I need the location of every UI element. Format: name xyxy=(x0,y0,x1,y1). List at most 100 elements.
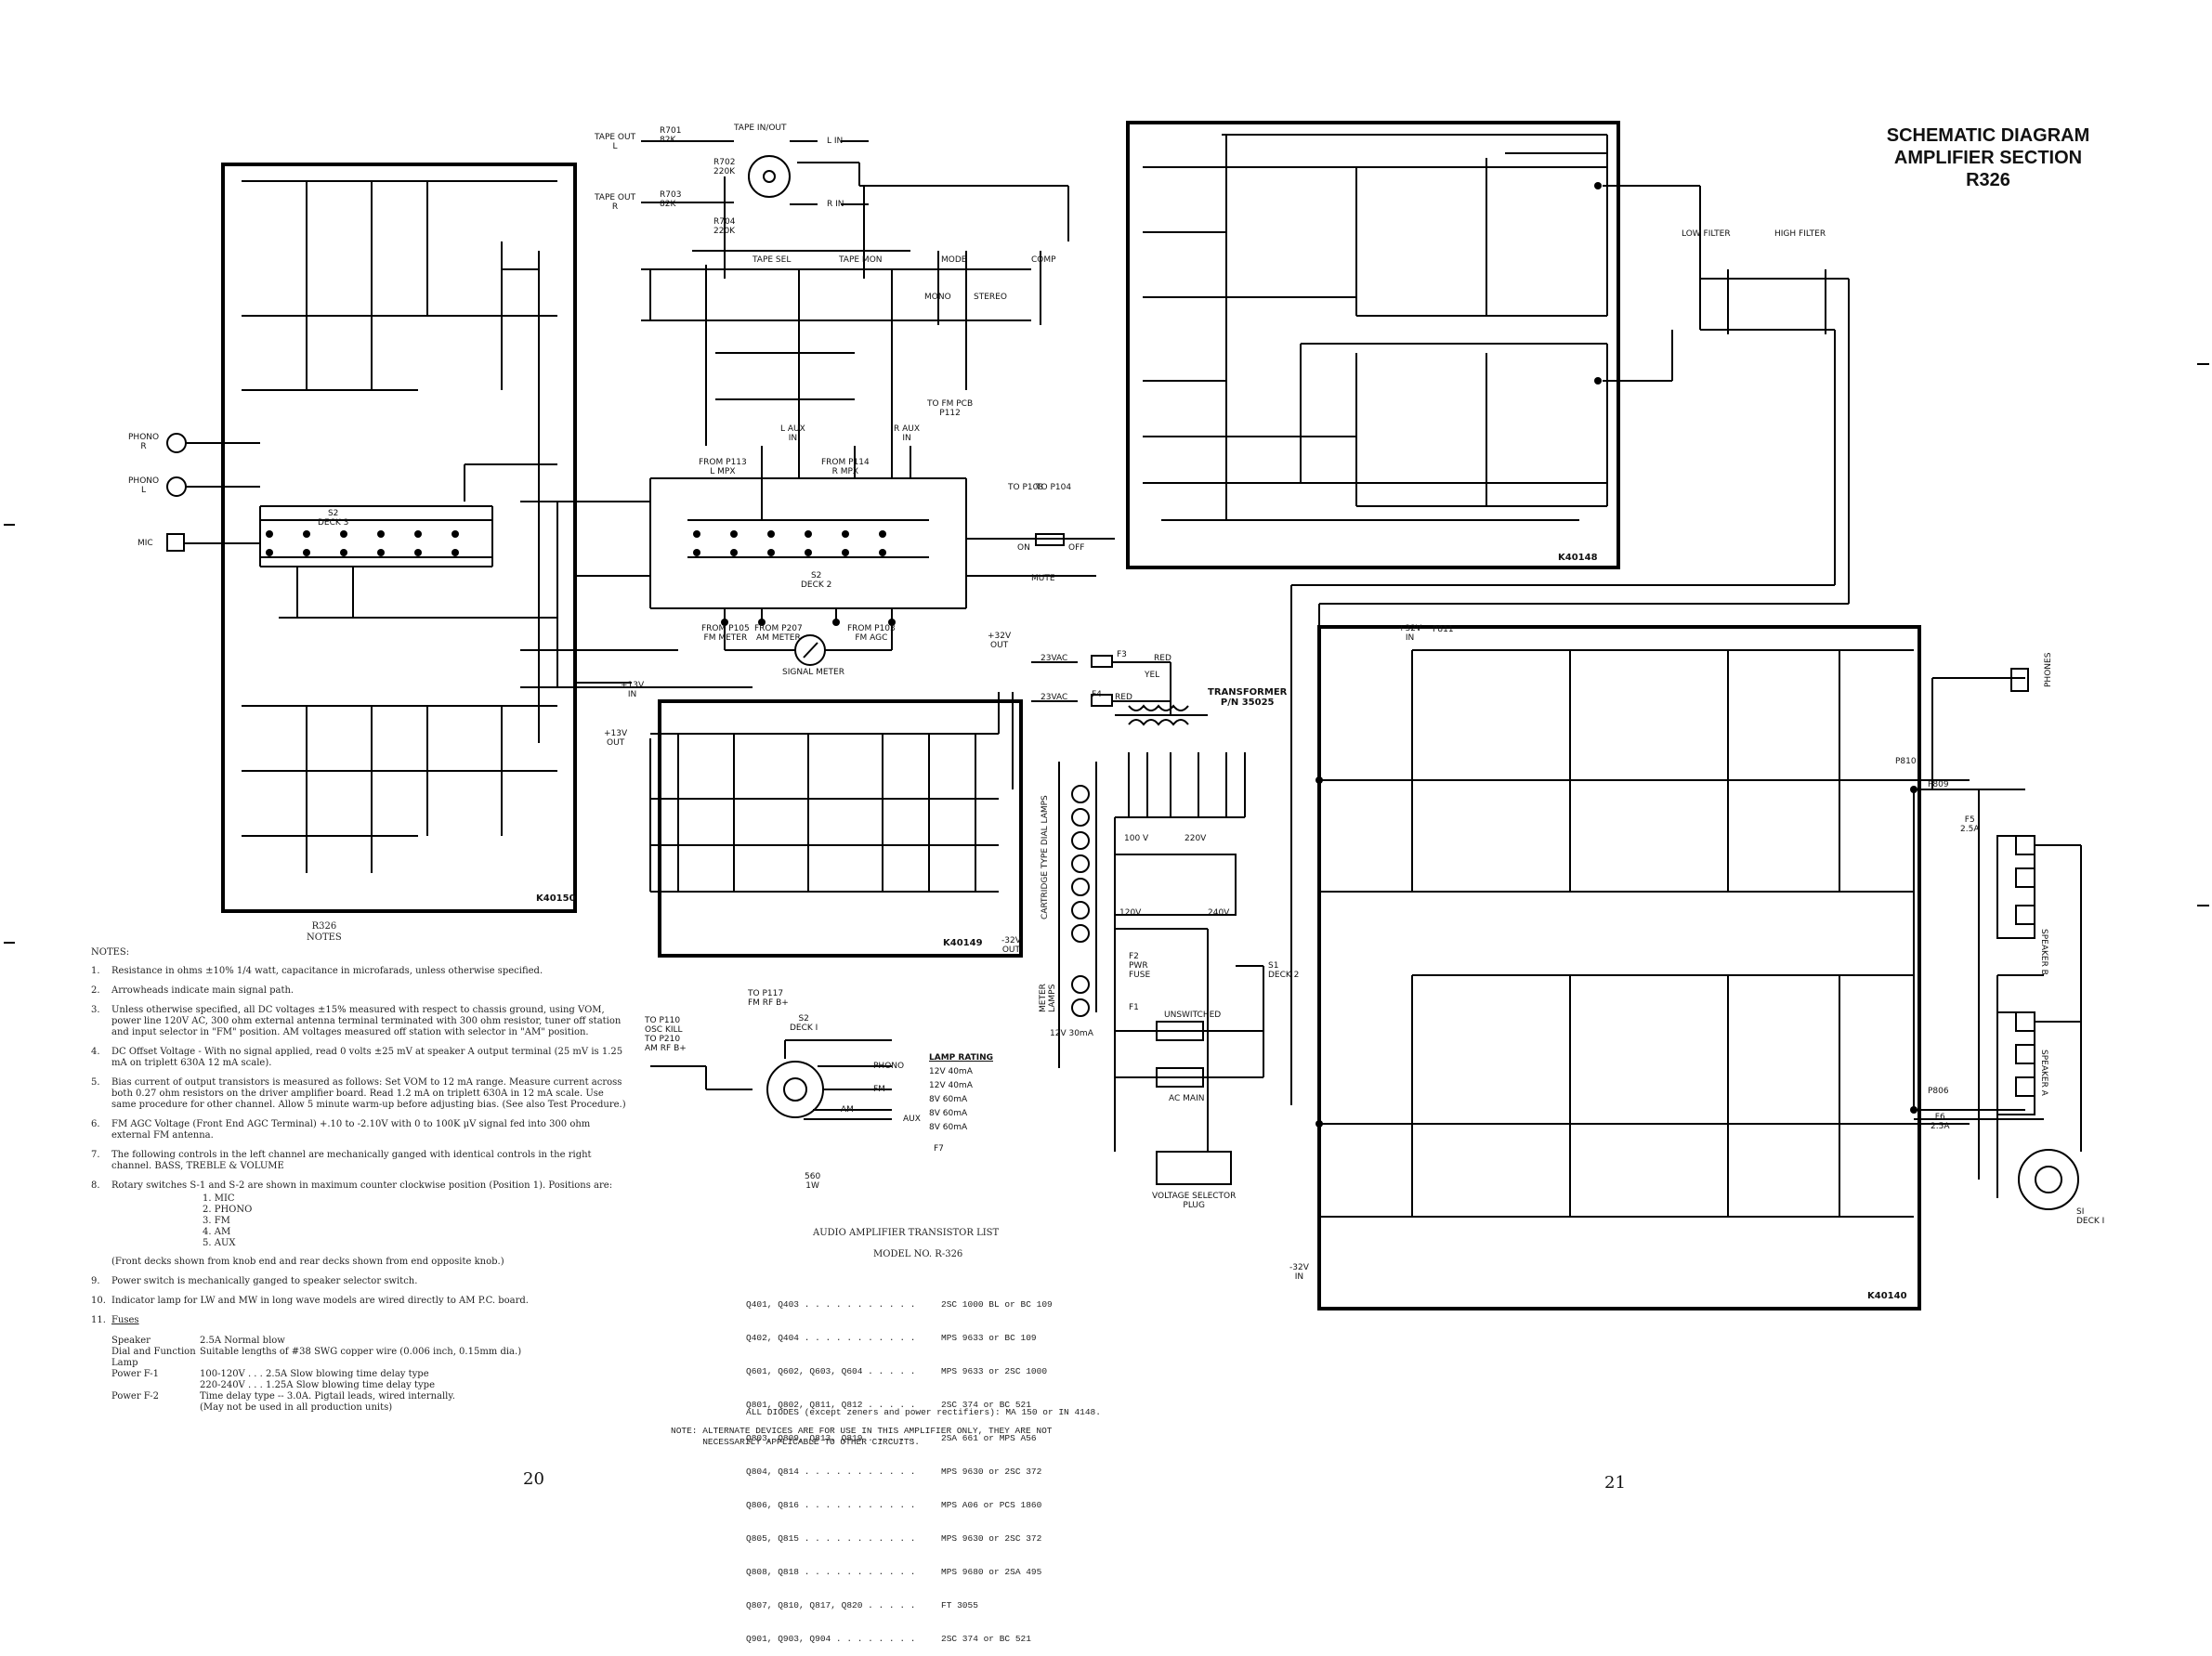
label-from-p114: FROM P114 R MPX xyxy=(821,458,870,476)
label-transformer: TRANSFORMER P/N 35025 xyxy=(1208,687,1288,708)
note-item: (Front decks shown from knob end and rea… xyxy=(111,1257,504,1267)
label-lamp-12v: 12V 30mA xyxy=(1050,1029,1093,1038)
lamp-rating-row: 12V 40mA xyxy=(929,1067,973,1076)
label-from-p105: FROM P105 FM METER xyxy=(701,624,750,643)
note-item: 8.Rotary switches S-1 and S-2 are shown … xyxy=(91,1180,613,1191)
label-mono: MONO xyxy=(924,293,951,302)
label-to-fm-pcb: TO FM PCB P112 xyxy=(927,399,974,418)
fuse-row: 220-240V . . . 1.25A Slow blowing time d… xyxy=(200,1380,435,1390)
note-item: 5.Bias current of output transistors is … xyxy=(91,1077,626,1110)
notes-heading: NOTES: xyxy=(91,947,130,958)
note-item: 4.DC Offset Voltage - With no signal app… xyxy=(91,1047,623,1068)
transistor-row: Q803, Q809, Q813, Q819 . . . . .2SA 661 … xyxy=(746,1433,1037,1443)
label-120v: 120V xyxy=(1119,908,1142,918)
transistor-row: Q805, Q815 . . . . . . . . . . .MPS 9630… xyxy=(746,1533,1042,1544)
board-label-output: K40140 xyxy=(1867,1291,1907,1301)
position-item: 5. AUX xyxy=(203,1238,236,1248)
label-32v-out: +32V OUT xyxy=(988,632,1012,650)
board-k40149 xyxy=(658,699,1023,958)
label-r560: 560 1W xyxy=(805,1172,821,1191)
diodes-note: ALL DIODES (except zeners and power rect… xyxy=(746,1407,1101,1417)
label-s2-deck2: S2 DECK 2 xyxy=(801,571,832,590)
label-phono-r: PHONO R xyxy=(128,433,160,451)
label-p810: P810 xyxy=(1895,757,1917,766)
page-number-left: 20 xyxy=(523,1469,544,1489)
transistor-row: Q804, Q814 . . . . . . . . . . .MPS 9630… xyxy=(746,1467,1042,1477)
label-tape-out-l: TAPE OUT L xyxy=(595,133,636,151)
lamp-rating-table: LAMP RATING 12V 40mA 12V 40mA 8V 60mA 8V… xyxy=(929,1051,993,1135)
note-item: 7.The following controls in the left cha… xyxy=(91,1150,592,1171)
label-mode: MODE xyxy=(941,255,967,265)
label-unswitched: UNSWITCHED xyxy=(1164,1011,1222,1020)
label-tape-in-out: TAPE IN/OUT xyxy=(734,124,787,133)
label-s1-deck1: SI DECK I xyxy=(2076,1207,2105,1226)
board-k40140 xyxy=(1317,625,1921,1310)
label-13v-out: +13V OUT xyxy=(604,729,628,748)
lamp-rating-row: 12V 40mA xyxy=(929,1081,973,1090)
note-item: 2.Arrowheads indicate main signal path. xyxy=(91,985,294,996)
transistor-list-model: MODEL NO. R-326 xyxy=(873,1249,963,1259)
board-label-power: K40149 xyxy=(943,938,983,948)
label-f2-pwr-fuse: F2 PWR FUSE xyxy=(1129,952,1151,980)
label-240v: 240V xyxy=(1208,908,1230,918)
page-title: SCHEMATIC DIAGRAM AMPLIFIER SECTION R326 xyxy=(1867,124,2109,191)
transistor-row: Q807, Q810, Q817, Q820 . . . . .FT 3055 xyxy=(746,1600,978,1610)
transistor-row: Q808, Q818 . . . . . . . . . . .MPS 9680… xyxy=(746,1567,1042,1577)
label-to-p108: TO P108 xyxy=(1008,483,1044,492)
transistor-row: Q801, Q802, Q811, Q812 . . . . .2SC 374 … xyxy=(746,1400,1031,1410)
label-red-2: RED xyxy=(1115,693,1132,702)
label-f7: F7 xyxy=(934,1144,944,1154)
label-red-1: RED xyxy=(1154,654,1171,663)
lamp-rating-row: 8V 60mA xyxy=(929,1123,968,1132)
label-phono: PHONO xyxy=(873,1062,905,1071)
label-from-p113: FROM P113 L MPX xyxy=(699,458,747,476)
label-to-p104: TO P104 xyxy=(1036,483,1072,492)
label-23vac-2: 23VAC xyxy=(1041,693,1068,702)
transistor-row: Q901, Q903, Q904 . . . . . . . .2SC 374 … xyxy=(746,1634,1031,1644)
schematic-wiring xyxy=(4,134,2209,1218)
label-p809: P809 xyxy=(1928,780,1949,789)
label-32v-in: +32V IN xyxy=(1398,624,1422,643)
label-13v-in: +13V IN xyxy=(621,681,645,699)
board-label-tone: K40148 xyxy=(1558,553,1598,563)
label-p806: P806 xyxy=(1928,1087,1949,1096)
label-cartridge-lamps: CARTRIDGE TYPE DIAL LAMPS xyxy=(1041,795,1050,919)
label-on: ON xyxy=(1017,543,1030,553)
label-stereo: STEREO xyxy=(974,293,1007,302)
label-am: AM xyxy=(841,1105,854,1115)
label-low-filter: LOW FILTER xyxy=(1682,229,1731,239)
transistor-row: Q402, Q404 . . . . . . . . . . .MPS 9633… xyxy=(746,1333,1037,1343)
title-line2: AMPLIFIER SECTION xyxy=(1893,148,2083,168)
position-item: 4. AM xyxy=(203,1227,231,1237)
label-l-aux-in: L AUX IN xyxy=(780,424,805,443)
note-item: 10.Indicator lamp for LW and MW in long … xyxy=(91,1296,529,1306)
board-k40148 xyxy=(1126,121,1620,569)
label-mic: MIC xyxy=(137,539,153,548)
note-item: 9.Power switch is mechanically ganged to… xyxy=(91,1276,418,1286)
label-p811: P811 xyxy=(1433,625,1454,634)
label-s1-deck2: S1 DECK 2 xyxy=(1268,961,1300,980)
board-k40150 xyxy=(221,163,577,913)
label-off: OFF xyxy=(1068,543,1085,553)
transistor-list-title: AUDIO AMPLIFIER TRANSISTOR LIST xyxy=(813,1228,1000,1238)
lamp-rating-row: 8V 60mA xyxy=(929,1109,968,1118)
label-f6: F6 2.5A xyxy=(1931,1113,1950,1131)
position-item: 2. PHONO xyxy=(203,1205,253,1215)
note-item: 3.Unless otherwise specified, all DC vol… xyxy=(91,1005,622,1037)
transistor-row: Q806, Q816 . . . . . . . . . . .MPS A06 … xyxy=(746,1500,1042,1510)
label-phono-l: PHONO L xyxy=(128,476,160,495)
position-item: 1. MIC xyxy=(203,1193,235,1204)
label-yel: YEL xyxy=(1145,671,1160,680)
label-from-p207: FROM P207 AM METER xyxy=(754,624,803,643)
label-speaker-a: SPEAKER A xyxy=(2039,1050,2048,1096)
label-mute: MUTE xyxy=(1031,574,1055,583)
alternate-devices-note: NOTE: ALTERNATE DEVICES ARE FOR USE IN T… xyxy=(671,1426,1053,1447)
notes-section: NOTES: 1.Resistance in ohms ±10% 1/4 wat… xyxy=(91,947,630,1414)
label-minus32v-out: -32V OUT xyxy=(1001,936,1021,955)
transistor-list: Q401, Q403 . . . . . . . . . . .2SC 1000… xyxy=(746,1277,1053,1656)
